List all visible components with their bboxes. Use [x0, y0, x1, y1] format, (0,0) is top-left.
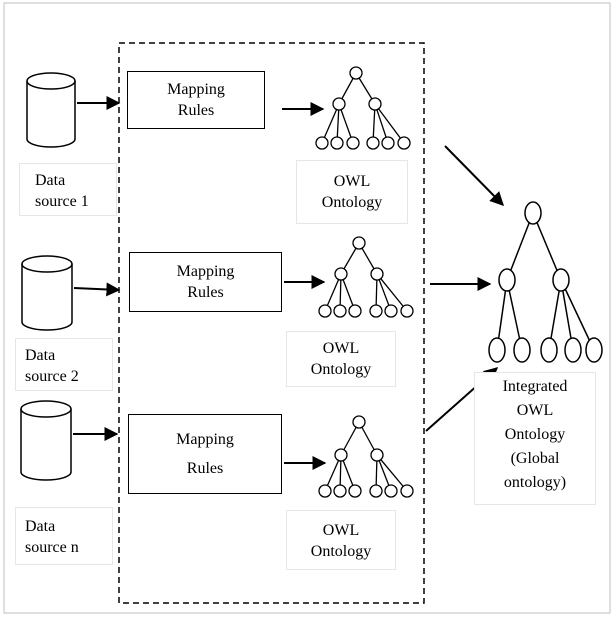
database-cylinder-1	[26, 72, 76, 148]
source-label-box-2	[15, 338, 113, 391]
mapping-container	[118, 42, 425, 604]
outer-frame	[3, 2, 611, 614]
mapping-rules-box-n: Mapping Rules	[128, 414, 282, 494]
database-cylinder-n	[20, 400, 72, 481]
mapping-rules-n-line2: Rules	[186, 460, 224, 477]
database-cylinder-2	[21, 255, 73, 331]
mapping-rules-2-line1: Mapping	[176, 263, 235, 280]
global-ontology-tree-icon	[488, 201, 603, 363]
global-ontology-label: Integrated OWL Ontology (Global ontology…	[502, 378, 568, 491]
mapping-rules-n-line1: Mapping	[176, 431, 234, 448]
ontology-label-box-2	[286, 331, 396, 387]
mapping-rules-box-2: Mapping Rules	[129, 252, 282, 312]
source-label-box-1	[19, 163, 117, 216]
ontology-label-box-1	[296, 160, 408, 224]
mapping-rules-2-line2: Rules	[187, 284, 224, 301]
global-label-box	[474, 372, 596, 505]
ontology-tree-icon-n	[318, 415, 414, 498]
mapping-rules-box-1: Mapping Rules	[127, 71, 265, 129]
arrow-ontology1-to-global	[444, 145, 504, 206]
ontology-label-box-n	[286, 510, 396, 570]
mapping-rules-1-line2: Rules	[177, 102, 215, 119]
ontology-tree-icon-1	[315, 66, 411, 150]
source-label-box-n	[15, 507, 113, 565]
arrow-source2-to-mapping	[73, 282, 121, 297]
mapping-rules-1-line1: Mapping	[167, 81, 225, 98]
ontology-tree-icon-2	[318, 236, 414, 318]
